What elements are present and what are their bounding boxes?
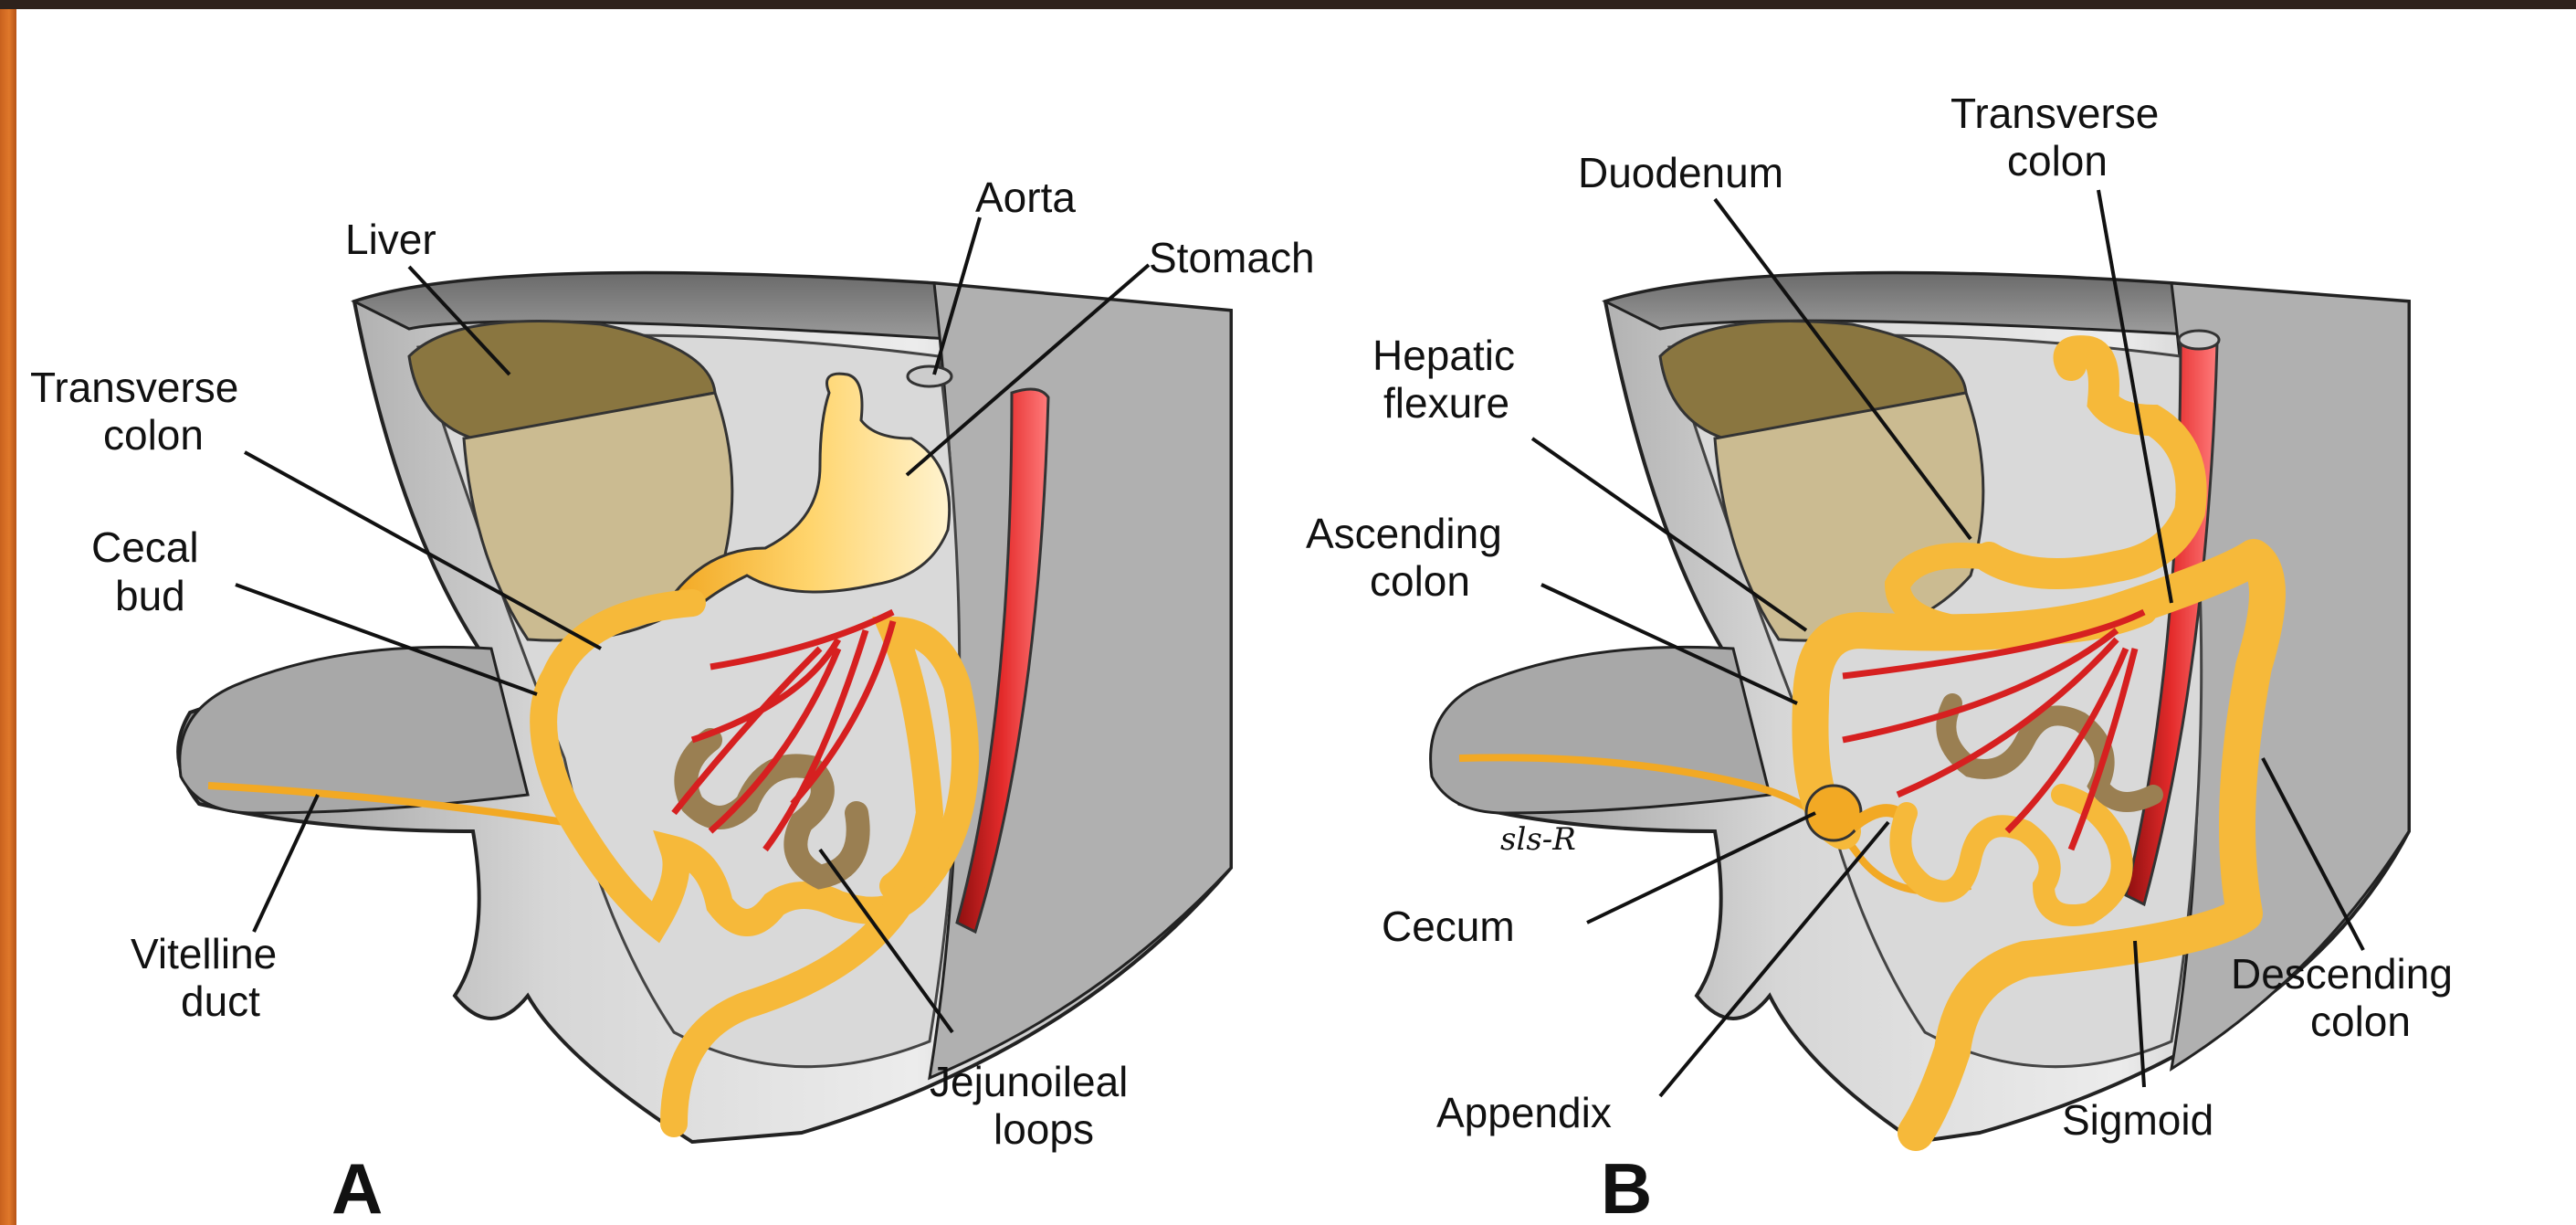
label-sigmoid: Sigmoid: [2062, 1096, 2213, 1144]
label-transverse-colon-a-line1: Transverse: [30, 364, 238, 411]
panel-a-leaders: [235, 216, 1151, 1034]
label-transverse-colon-a-line2: colon: [103, 411, 204, 459]
panel-b-vessels: [1842, 608, 2146, 851]
label-descending-colon-line2: colon: [2310, 998, 2411, 1045]
panel-b-colon: [1792, 539, 2286, 1151]
label-vitelline-duct-line2: duct: [181, 977, 260, 1025]
leader-liver: [407, 265, 511, 376]
leader-transverse-colon-a: [244, 450, 602, 650]
panel-a-hindgut: [660, 799, 943, 1137]
label-transverse-colon-b-line2: colon: [2007, 137, 2108, 185]
panel-a-right-side: [928, 281, 1233, 1081]
panel-a-vessels: [671, 608, 897, 852]
leader-descending-colon: [2261, 757, 2365, 951]
panel-a-illustration: [176, 270, 1233, 1145]
panel-b-leaders: [1530, 189, 2365, 1098]
leader-cecal-bud: [235, 583, 538, 696]
label-cecal-bud-line2: bud: [115, 572, 185, 619]
panel-a-labels: Liver Aorta Stomach Transverse colon Cec…: [30, 174, 1315, 1225]
label-stomach: Stomach: [1149, 234, 1315, 281]
label-cecum: Cecum: [1382, 903, 1515, 950]
panel-b-illustration: [1429, 270, 2411, 1151]
panel-letter-a: A: [331, 1148, 383, 1225]
label-ascending-colon-line2: colon: [1370, 557, 1470, 605]
leader-transverse-colon-b: [2097, 189, 2173, 604]
panel-b-liver-top: [1658, 320, 1968, 440]
panel-b-small-bowel-loops: [1889, 784, 2133, 926]
label-hepatic-flexure-line2: flexure: [1383, 379, 1509, 427]
label-duodenum: Duodenum: [1578, 149, 1783, 196]
label-liver: Liver: [345, 216, 436, 263]
label-transverse-colon-b-line1: Transverse: [1950, 90, 2159, 137]
panel-a-stomach: [671, 372, 952, 615]
label-cecal-bud-line1: Cecal: [91, 523, 199, 571]
panel-b-vitelline-remnant: [1458, 754, 1971, 895]
label-jejunoileal-loops-line2: loops: [994, 1105, 1094, 1153]
label-descending-colon-line1: Descending: [2231, 950, 2453, 998]
panel-a-liver: [462, 391, 734, 642]
panel-b-umbilical-cord: [1429, 645, 1772, 815]
embryo-gut-rotation-diagram: Liver Aorta Stomach Transverse colon Cec…: [30, 90, 2453, 1225]
panel-a-vitelline-duct: [207, 782, 565, 826]
leader-stomach: [905, 263, 1151, 477]
panel-letter-b: B: [1601, 1148, 1652, 1225]
leader-jejunoileal-loops: [818, 848, 954, 1034]
panel-b-aorta-top: [2177, 329, 2221, 351]
label-aorta: Aorta: [975, 174, 1076, 221]
panel-a-umbilical-cord: [178, 645, 530, 815]
panel-b-labels: Duodenum Transverse colon Hepatic flexur…: [1306, 90, 2453, 1225]
panel-b-appendix: [1847, 804, 1901, 832]
top-dark-bar: [0, 0, 2576, 9]
label-jejunoileal-loops-line1: Jejunoileal: [930, 1058, 1128, 1105]
leader-sigmoid: [2133, 940, 2146, 1088]
leader-aorta: [932, 216, 982, 375]
artist-signature: sls-R: [1500, 821, 1576, 858]
leader-vitelline-duct: [252, 794, 320, 933]
panel-a-midgut-loop: [530, 589, 979, 944]
leader-appendix: [1658, 820, 1890, 1098]
label-appendix: Appendix: [1436, 1089, 1612, 1136]
panel-b-jejunal-loops: [1936, 693, 2163, 812]
label-hepatic-flexure-line1: Hepatic: [1372, 332, 1515, 379]
diagram-canvas: Liver Aorta Stomach Transverse colon Cec…: [16, 9, 2576, 1225]
panel-a-aorta: [955, 387, 1050, 935]
label-ascending-colon-line1: Ascending: [1306, 510, 1502, 557]
panel-a-aorta-top: [906, 364, 953, 388]
leader-hepatic-flexure: [1530, 437, 1808, 632]
label-vitelline-duct-line1: Vitelline: [131, 930, 277, 977]
leader-ascending-colon: [1540, 583, 1798, 705]
panel-b-stomach: [1973, 335, 2207, 589]
leader-cecum: [1586, 811, 1816, 924]
leader-duodenum: [1713, 197, 1972, 541]
